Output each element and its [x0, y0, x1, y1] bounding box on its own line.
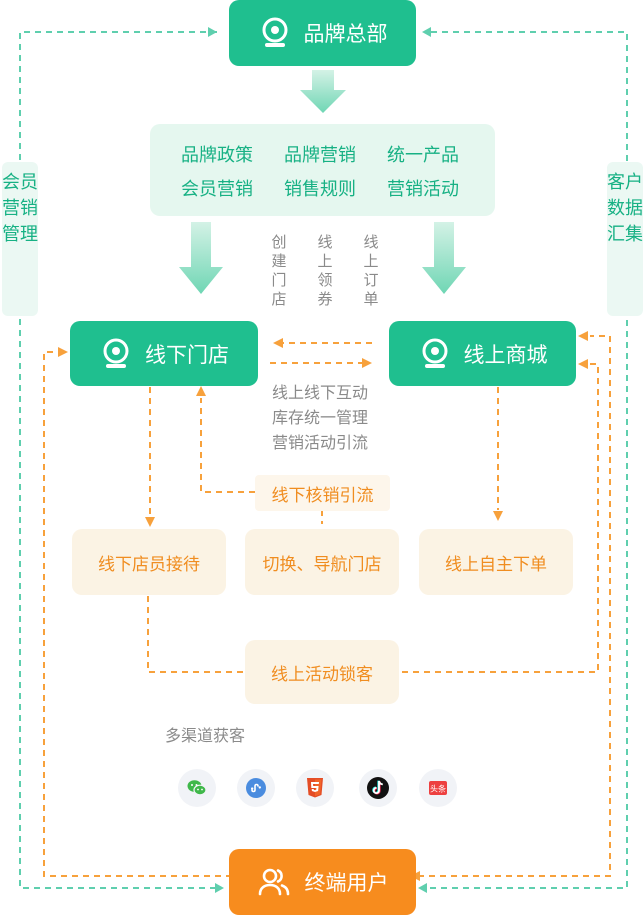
- online-mall-node[interactable]: 线上商城: [389, 321, 576, 386]
- interaction-line: 库存统一管理: [272, 408, 369, 427]
- navigate-store-box[interactable]: 切换、导航门店: [245, 529, 399, 595]
- end-user-label: 终端用户: [304, 871, 389, 895]
- douyin-icon: [367, 777, 389, 799]
- offline-verify-tag: 线下核销引流: [255, 475, 390, 511]
- policy-item: 会员营销: [181, 179, 253, 200]
- interaction-line: 线上线下互动: [272, 383, 369, 402]
- member-marketing-label: 会员营销管理: [2, 162, 38, 316]
- webcam-icon: [103, 338, 129, 368]
- big-arrow-to-mall: [422, 222, 466, 294]
- brand-policy-box: 品牌政策 品牌营销 统一产品 会员营销 销售规则 营销活动: [150, 124, 495, 216]
- policy-item: 销售规则: [284, 179, 356, 200]
- customer-data-label: 客户数据汇集: [607, 162, 643, 316]
- webcam-icon: [262, 17, 287, 47]
- policy-item: 统一产品: [387, 145, 459, 166]
- headquarters-label: 品牌总部: [303, 22, 388, 46]
- users-icon: [258, 868, 289, 896]
- big-arrow-to-store: [179, 222, 223, 294]
- create-store-text: 创建门店: [271, 233, 287, 308]
- mini-program-icon: [246, 778, 266, 798]
- channel-douyin[interactable]: [359, 769, 397, 807]
- online-coupon-text: 线上领券: [317, 233, 333, 308]
- end-user-node[interactable]: 终端用户: [229, 849, 416, 915]
- policy-item: 营销活动: [387, 179, 459, 200]
- policy-item: 品牌政策: [181, 145, 253, 166]
- online-order-text: 线上订单: [363, 233, 379, 308]
- channel-toutiao[interactable]: 头条: [419, 769, 457, 807]
- self-order-box[interactable]: 线上自主下单: [419, 529, 573, 595]
- offline-store-node[interactable]: 线下门店: [70, 321, 258, 386]
- store-label: 线下门店: [145, 342, 229, 367]
- toutiao-text: 头条: [430, 784, 446, 794]
- brand-headquarters-node[interactable]: 品牌总部: [229, 0, 416, 66]
- channel-wechat[interactable]: [178, 769, 216, 807]
- lock-customer-box[interactable]: 线上活动锁客: [245, 640, 399, 704]
- big-arrow-down: [300, 70, 346, 113]
- toutiao-icon: 头条: [429, 781, 447, 795]
- wechat-icon: [187, 780, 207, 796]
- store-reception-box[interactable]: 线下店员接待: [72, 529, 226, 595]
- multichannel-label: 多渠道获客: [165, 726, 246, 745]
- channel-mini-program[interactable]: [237, 769, 275, 807]
- mall-label: 线上商城: [463, 342, 548, 367]
- policy-item: 品牌营销: [284, 145, 356, 166]
- channel-html5[interactable]: [296, 769, 334, 807]
- html5-icon: [307, 778, 323, 798]
- webcam-icon: [422, 338, 447, 368]
- interaction-line: 营销活动引流: [272, 433, 369, 452]
